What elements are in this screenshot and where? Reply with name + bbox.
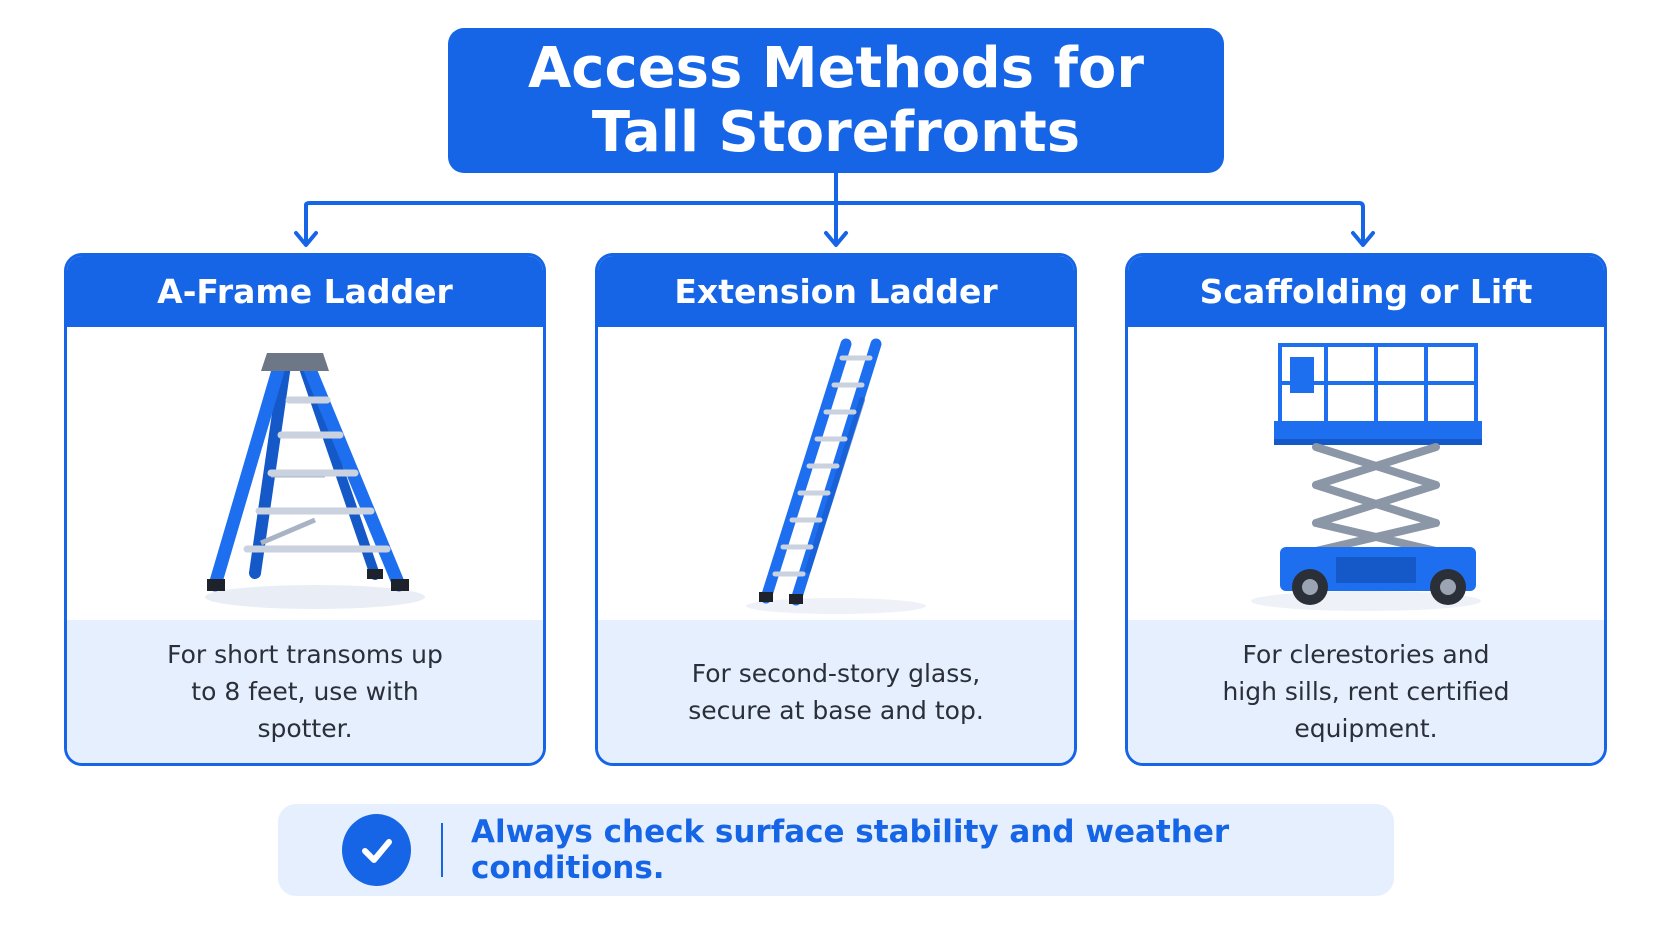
card-heading: A-Frame Ladder — [67, 256, 543, 327]
divider — [441, 823, 443, 877]
connector-branch — [304, 201, 1365, 242]
card-description-text: For clerestories and high sills, rent ce… — [1222, 640, 1510, 743]
page-title: Access Methods for Tall Storefronts — [527, 35, 1145, 165]
connector-arrows — [294, 171, 1375, 247]
arrow-right — [1351, 231, 1375, 247]
card-description-text: For second-story glass, secure at base a… — [688, 658, 984, 725]
a-frame-ladder-icon — [205, 353, 425, 609]
card-scaffolding-lift: Scaffolding or Lift — [1125, 253, 1607, 766]
card-image — [1128, 327, 1604, 623]
scissor-lift-icon — [1251, 343, 1482, 611]
arrow-center — [824, 231, 848, 247]
card-description-text: For short transoms up to 8 feet, use wit… — [167, 640, 443, 743]
card-heading: Scaffolding or Lift — [1128, 256, 1604, 327]
card-a-frame-ladder: A-Frame Ladder — [64, 253, 546, 766]
title-box: Access Methods for Tall Storefronts — [448, 28, 1224, 173]
check-circle-icon — [342, 814, 412, 886]
card-description: For clerestories and high sills, rent ce… — [1128, 620, 1604, 763]
card-image — [67, 327, 543, 623]
card-extension-ladder: Extension Ladder For second-story glass, — [595, 253, 1077, 766]
card-image — [598, 327, 1074, 623]
card-heading: Extension Ladder — [598, 256, 1074, 327]
arrow-left — [294, 231, 318, 247]
extension-ladder-icon — [746, 338, 926, 614]
safety-note: Always check surface stability and weath… — [278, 804, 1394, 896]
card-description: For second-story glass, secure at base a… — [598, 620, 1074, 763]
card-description: For short transoms up to 8 feet, use wit… — [67, 620, 543, 763]
safety-note-text: Always check surface stability and weath… — [470, 814, 1230, 886]
